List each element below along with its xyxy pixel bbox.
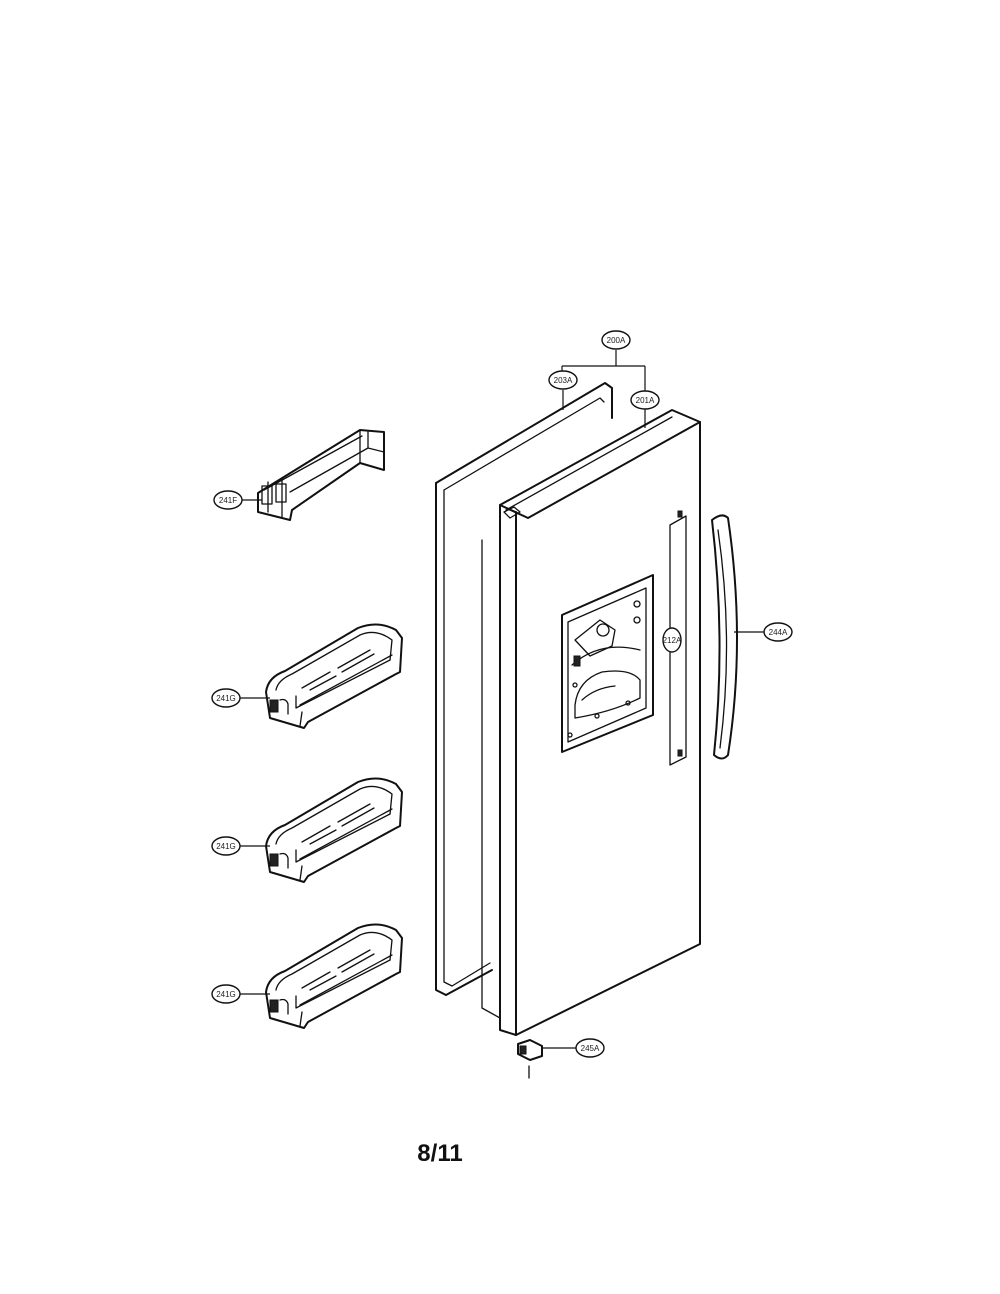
callout-245a: 245A: [575, 1038, 605, 1058]
svg-text:245A: 245A: [581, 1044, 600, 1053]
svg-text:201A: 201A: [636, 396, 655, 405]
upper-shelf: [257, 429, 385, 521]
page-number: 8/11: [417, 1140, 463, 1167]
svg-text:203A: 203A: [554, 376, 573, 385]
callout-203a: 203A: [548, 370, 578, 390]
callout-244a: 244A: [763, 622, 793, 642]
door-bin-1: [265, 623, 403, 729]
callout-201a: 201A: [630, 390, 660, 410]
svg-text:241F: 241F: [219, 496, 237, 505]
door-handle: [711, 514, 738, 760]
callout-241g-3: 241G: [211, 984, 241, 1004]
svg-text:241G: 241G: [216, 990, 236, 999]
callout-241g-2: 241G: [211, 836, 241, 856]
lower-hinge: [517, 1039, 543, 1079]
svg-text:244A: 244A: [769, 628, 788, 637]
svg-text:241G: 241G: [216, 842, 236, 851]
door-gasket: [435, 382, 613, 996]
door-assembly: [481, 409, 701, 1036]
callout-241g-1: 241G: [211, 688, 241, 708]
callout-241f: 241F: [213, 490, 243, 510]
callout-212a: 212A: [662, 627, 682, 653]
svg-text:241G: 241G: [216, 694, 236, 703]
svg-text:212A: 212A: [663, 636, 682, 645]
callout-200a: 200A: [601, 330, 631, 350]
svg-text:200A: 200A: [607, 336, 626, 345]
door-bin-3: [265, 923, 403, 1029]
door-bin-2: [265, 777, 403, 883]
